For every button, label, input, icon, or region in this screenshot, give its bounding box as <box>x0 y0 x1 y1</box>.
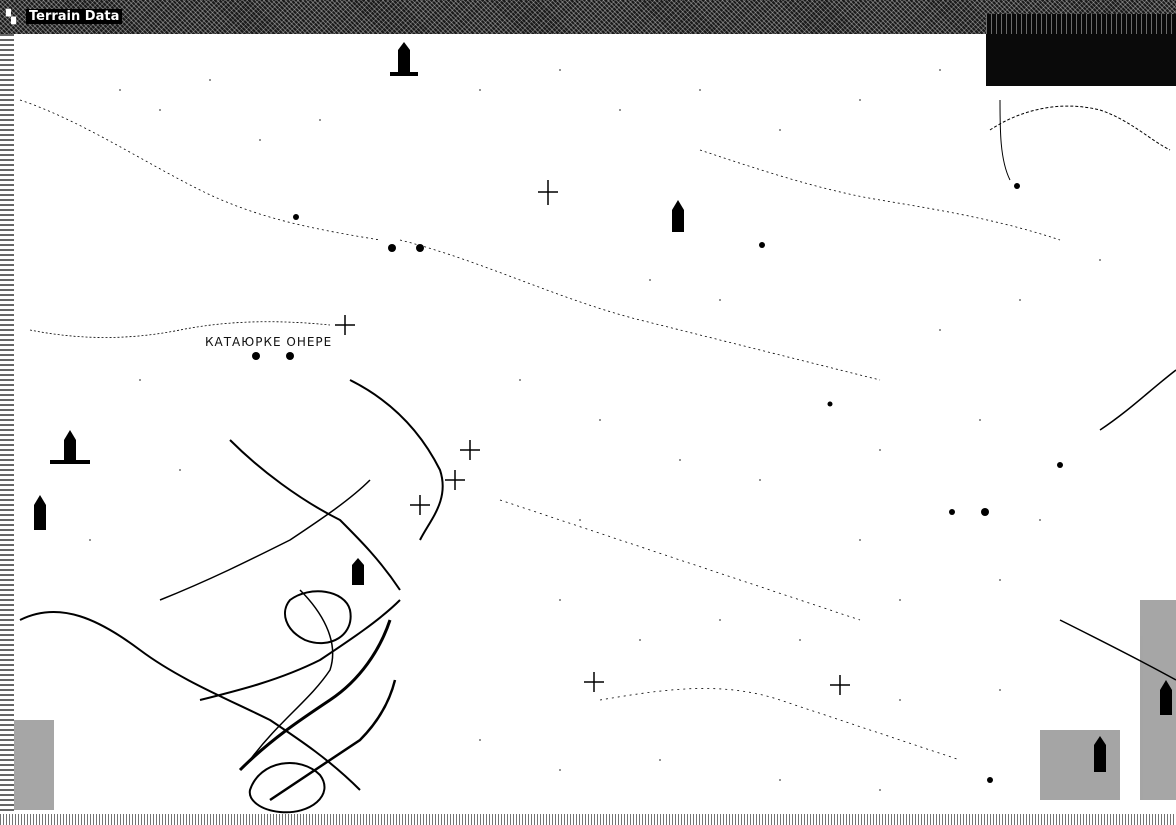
trail <box>1099 369 1176 431</box>
tower-symbol <box>1094 736 1106 772</box>
tower-base <box>50 460 90 464</box>
cross-marker <box>830 675 850 695</box>
road <box>229 439 401 591</box>
road <box>349 379 444 541</box>
tower-symbol <box>1160 680 1172 715</box>
tower-symbol <box>64 430 76 462</box>
river <box>249 589 334 761</box>
cross-marker <box>584 672 604 692</box>
trail <box>599 688 961 761</box>
village-dot <box>388 244 396 252</box>
lake <box>284 590 352 645</box>
trail <box>989 105 1171 151</box>
road <box>238 619 392 772</box>
overlay-noise <box>986 14 1176 34</box>
left-border <box>0 34 14 814</box>
title-bar[interactable]: ▚ Terrain Data <box>0 0 1176 34</box>
cross-marker <box>538 180 558 205</box>
tower-symbol <box>34 495 46 530</box>
village-dot <box>1057 462 1063 468</box>
circle-road <box>248 762 326 814</box>
cross-marker <box>335 315 355 335</box>
tower-symbol <box>352 558 364 585</box>
trail <box>19 99 381 241</box>
trail <box>999 99 1011 181</box>
overlay-panel <box>986 14 1176 86</box>
village-dot <box>981 508 989 516</box>
place-label: КАТАЮРКЕ ОНЕРЕ <box>205 335 332 349</box>
village-dot <box>252 352 260 360</box>
road <box>159 479 371 601</box>
village-dot <box>827 401 833 407</box>
village-dot <box>759 242 765 248</box>
cross-marker <box>460 440 480 460</box>
trail <box>1059 619 1176 681</box>
village-dot <box>987 777 993 783</box>
cross-marker <box>445 470 465 490</box>
map-app-icon: ▚ <box>6 10 16 25</box>
village-dot <box>949 509 955 515</box>
tower-symbol <box>398 42 410 75</box>
village-dot <box>286 352 294 360</box>
village-dot <box>293 214 299 220</box>
tower-base <box>390 72 418 76</box>
road <box>199 599 401 701</box>
village-dot <box>416 244 424 252</box>
river <box>19 611 361 791</box>
village-dot <box>1014 183 1020 189</box>
bottom-border <box>0 814 1176 825</box>
window-title: Terrain Data <box>26 9 123 24</box>
tower-symbol <box>672 200 684 232</box>
road <box>269 679 397 802</box>
cross-marker <box>410 495 430 515</box>
